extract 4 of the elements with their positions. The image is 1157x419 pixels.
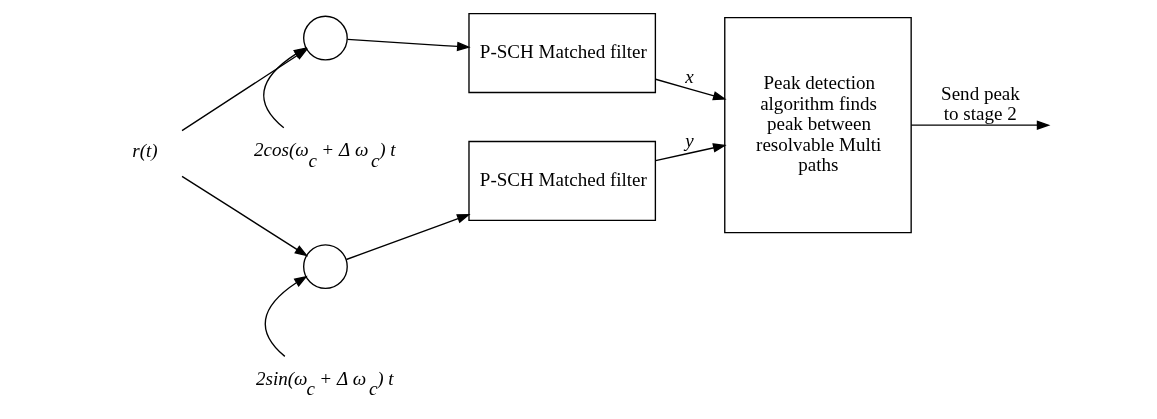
node-text: r(t) [131, 140, 158, 162]
edge-label: x [684, 66, 694, 88]
edge-label: Send peak to stage 2 [940, 82, 1020, 124]
edge-label: y [684, 130, 694, 152]
